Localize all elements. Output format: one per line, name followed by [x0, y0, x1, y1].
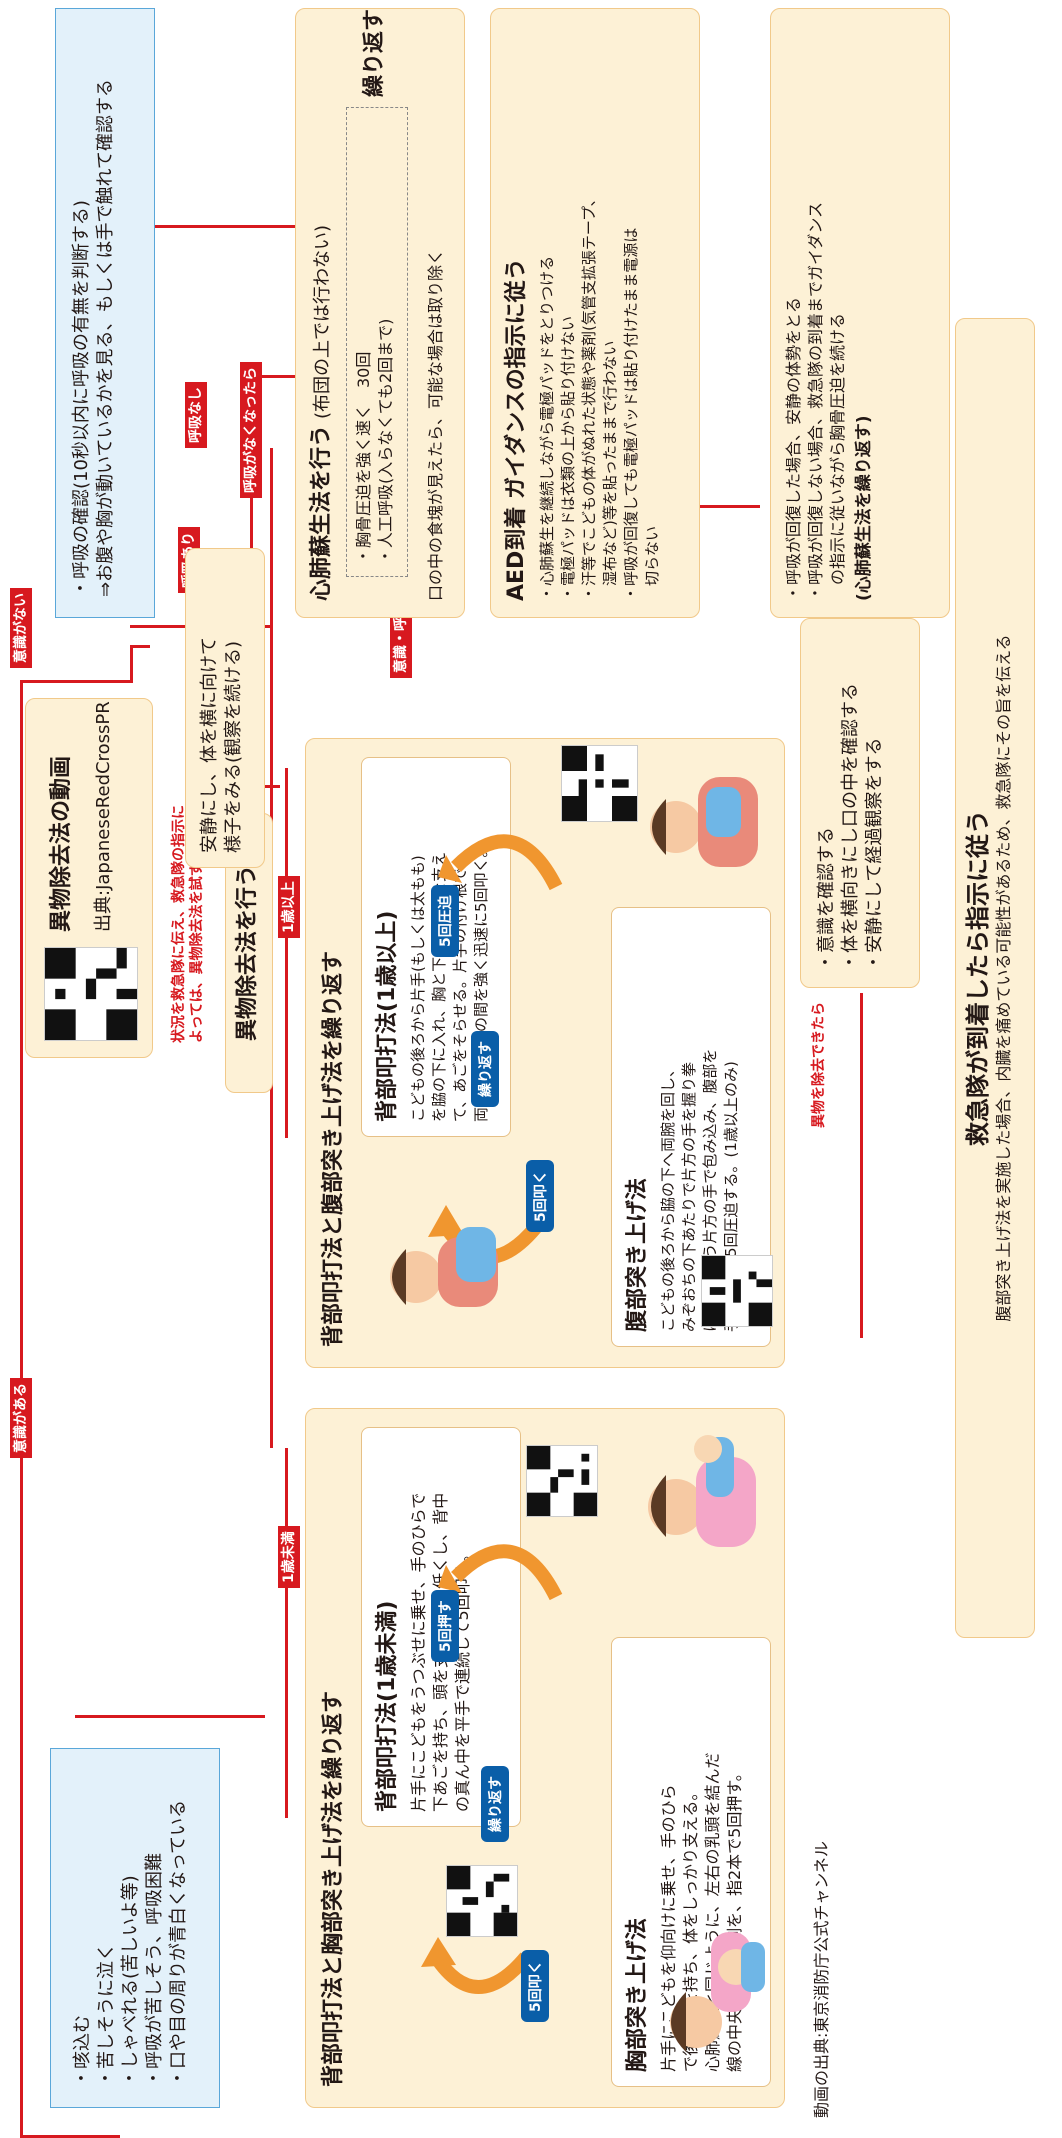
- qr-code-child-back[interactable]: [701, 1255, 773, 1327]
- tag-conscious: 意識がある: [10, 1378, 32, 1458]
- cpr-box: 心肺蘇生法を行う (布団の上では行わない) ・胸骨圧迫を強く速く 30回 ・人工呼…: [295, 8, 465, 618]
- infant-back-illustration: [670, 1932, 765, 2052]
- child-pill-5-compress: 5回圧迫: [431, 885, 459, 957]
- cpr-items-box: ・胸骨圧迫を強く速く 30回 ・人工呼吸(入らなくても2回まで): [346, 107, 408, 577]
- symptoms-text: ・咳込む ・苦しそうに泣く ・しゃべれる(苦しいよ等) ・呼吸が苦しそう、呼吸困…: [72, 1799, 189, 2087]
- infant-panel: 背部叩打法と胸部突き上げ法を繰り返す 背部叩打法(1歳未満) 片手にこどもをうつ…: [305, 1408, 785, 2108]
- recovery-text: 安静にし、体を横に向けて 様子をみる(観察を続ける): [199, 637, 244, 853]
- video-box-title: 異物除去法の動画: [49, 755, 74, 932]
- tag-no-breathing: 呼吸なし: [185, 382, 207, 448]
- tag-removed: 異物を除去できたら: [811, 1002, 827, 1128]
- red-line-under1: [285, 1448, 288, 1818]
- cpr-title: 心肺蘇生法を行う: [309, 424, 334, 601]
- after-removal-box: ・意識を確認する ・体を横向きにし口の中を確認する ・安静にして経過観察をする: [800, 618, 920, 988]
- tag-over1: 1歳以上: [278, 876, 300, 938]
- child-pill-repeat: 繰り返す: [471, 1031, 499, 1107]
- tag-unconscious: 意識がない: [10, 588, 32, 668]
- symptoms-box: ・咳込む ・苦しそうに泣く ・しゃべれる(苦しいよ等) ・呼吸が苦しそう、呼吸困…: [50, 1748, 220, 2108]
- qr-code-child-abd[interactable]: [561, 745, 638, 822]
- red-line-over1: [285, 768, 288, 1138]
- child-abd-illustration: [650, 777, 758, 867]
- red-line-video: [75, 1715, 265, 1718]
- qr-code-infant-back[interactable]: [446, 1865, 518, 1937]
- ems-title: 救急隊が到着したら指示に従う: [964, 810, 992, 1146]
- breathing-check-text: ・呼吸の確認(10秒以内に呼吸の有無を判断する) ⇒お腹や胸が動いているかを見る…: [71, 79, 116, 597]
- infant-panel-title: 背部叩打法と胸部突き上げ法を繰り返す: [321, 1690, 346, 2087]
- infant-chest-illustration: [648, 1435, 756, 1547]
- red-line-removed: [860, 993, 863, 1338]
- aed-box: AED到着 ガイダンスの指示に従う ・心肺蘇生を継続しながら電極パッドをとりつけ…: [490, 8, 700, 618]
- cpr-repeat-label: 繰り返す: [362, 8, 387, 97]
- cpr-note: 口の中の食塊が見えたら、可能な場合は取り除く: [426, 248, 445, 601]
- red-arrow-unconscious: [20, 680, 130, 683]
- infant-chest-title: 胸部突き上げ法: [625, 1917, 650, 2072]
- tag-under1: 1歳未満: [278, 1526, 300, 1588]
- footer-source: 動画の出典:東京消防庁公式チャンネル: [812, 1841, 831, 2118]
- guidance-bold: (心肺蘇生法を繰り返す): [854, 415, 874, 601]
- tag-stopped-breathing: 呼吸がなくなったら: [240, 362, 262, 498]
- breathing-check-box: ・呼吸の確認(10秒以内に呼吸の有無を判断する) ⇒お腹や胸が動いているかを見る…: [55, 8, 155, 618]
- child-abd-title: 腹部突き上げ法: [625, 1177, 650, 1332]
- video-box: 異物除去法の動画 出典:JapaneseRedCrossPR: [25, 698, 153, 1058]
- removal-title: 異物除去法を行う: [235, 865, 260, 1042]
- qr-code-video[interactable]: [44, 947, 138, 1041]
- child-back-illustration: [390, 1227, 498, 1307]
- ems-text: 腹部突き上げ法を実施した場合、内臓を痛めている可能性があるため、救急隊にその旨を…: [994, 634, 1013, 1322]
- infant-pill-5-pushes: 5回押す: [431, 1590, 459, 1662]
- infant-pill-repeat: 繰り返す: [481, 1766, 509, 1842]
- child-panel: 背部叩打法と腹部突き上げ法を繰り返す 背部叩打法(1歳以上) こどもの後ろから片…: [305, 738, 785, 1368]
- guidance-text: ・呼吸が回復した場合、安静の体勢をとる ・呼吸が回復しない場合、救急隊の到着まで…: [784, 201, 847, 601]
- red-arrow-to-check: [130, 645, 150, 648]
- red-line-no-breath: [130, 225, 315, 228]
- cpr-subtitle: (布団の上では行わない): [312, 224, 333, 419]
- infant-cycle-arrows: [421, 1544, 563, 1994]
- after-removal-text: ・意識を確認する ・体を横向きにし口の中を確認する ・安静にして経過観察をする: [816, 683, 885, 971]
- aed-text: ・心肺蘇生を継続しながら電極パッドをとりつける ・電極パッドは衣類の上から貼り付…: [538, 191, 661, 601]
- cpr-items: ・胸骨圧迫を強く速く 30回 ・人工呼吸(入らなくても2回まで): [354, 318, 395, 564]
- qr-code-infant-chest[interactable]: [526, 1445, 598, 1517]
- aed-title: AED到着 ガイダンスの指示に従う: [504, 258, 529, 601]
- child-pill-5-pats: 5回叩く: [526, 1160, 554, 1232]
- child-panel-title: 背部叩打法と腹部突き上げ法を繰り返す: [321, 950, 346, 1347]
- infant-pill-5-pats: 5回叩く: [521, 1950, 549, 2022]
- guidance-box: ・呼吸が回復した場合、安静の体勢をとる ・呼吸が回復しない場合、救急隊の到着まで…: [770, 8, 950, 618]
- recovery-box: 安静にし、体を横に向けて 様子をみる(観察を続ける): [185, 548, 265, 868]
- video-box-source: 出典:JapaneseRedCrossPR: [93, 701, 114, 932]
- red-line-to-check: [130, 648, 133, 683]
- ems-box: 救急隊が到着したら指示に従う 腹部突き上げ法を実施した場合、内臓を痛めている可能…: [955, 318, 1035, 1638]
